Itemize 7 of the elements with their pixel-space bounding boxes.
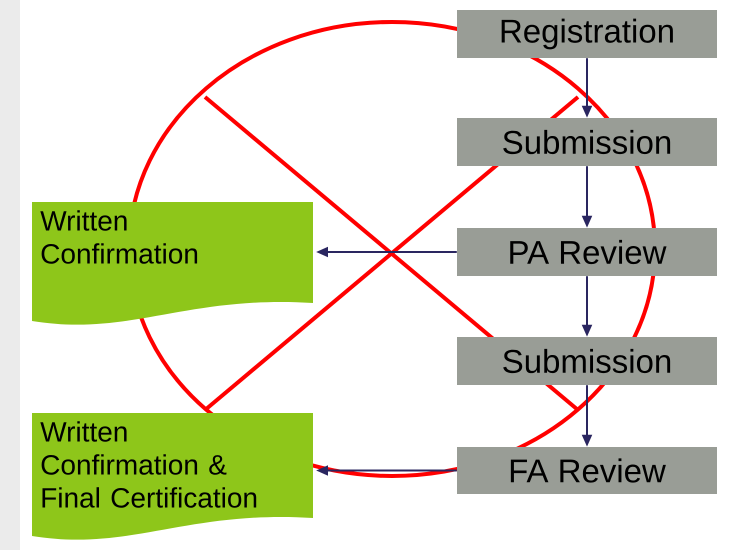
document-box: Written Confirmation <box>32 202 313 325</box>
process-box: Submission <box>457 337 717 385</box>
process-box: Submission <box>457 118 717 166</box>
process-box: Registration <box>457 10 717 58</box>
process-box: PA Review <box>457 228 717 276</box>
process-box: FA Review <box>457 447 717 494</box>
document-box: Written Confirmation & Final Certification <box>32 413 313 540</box>
